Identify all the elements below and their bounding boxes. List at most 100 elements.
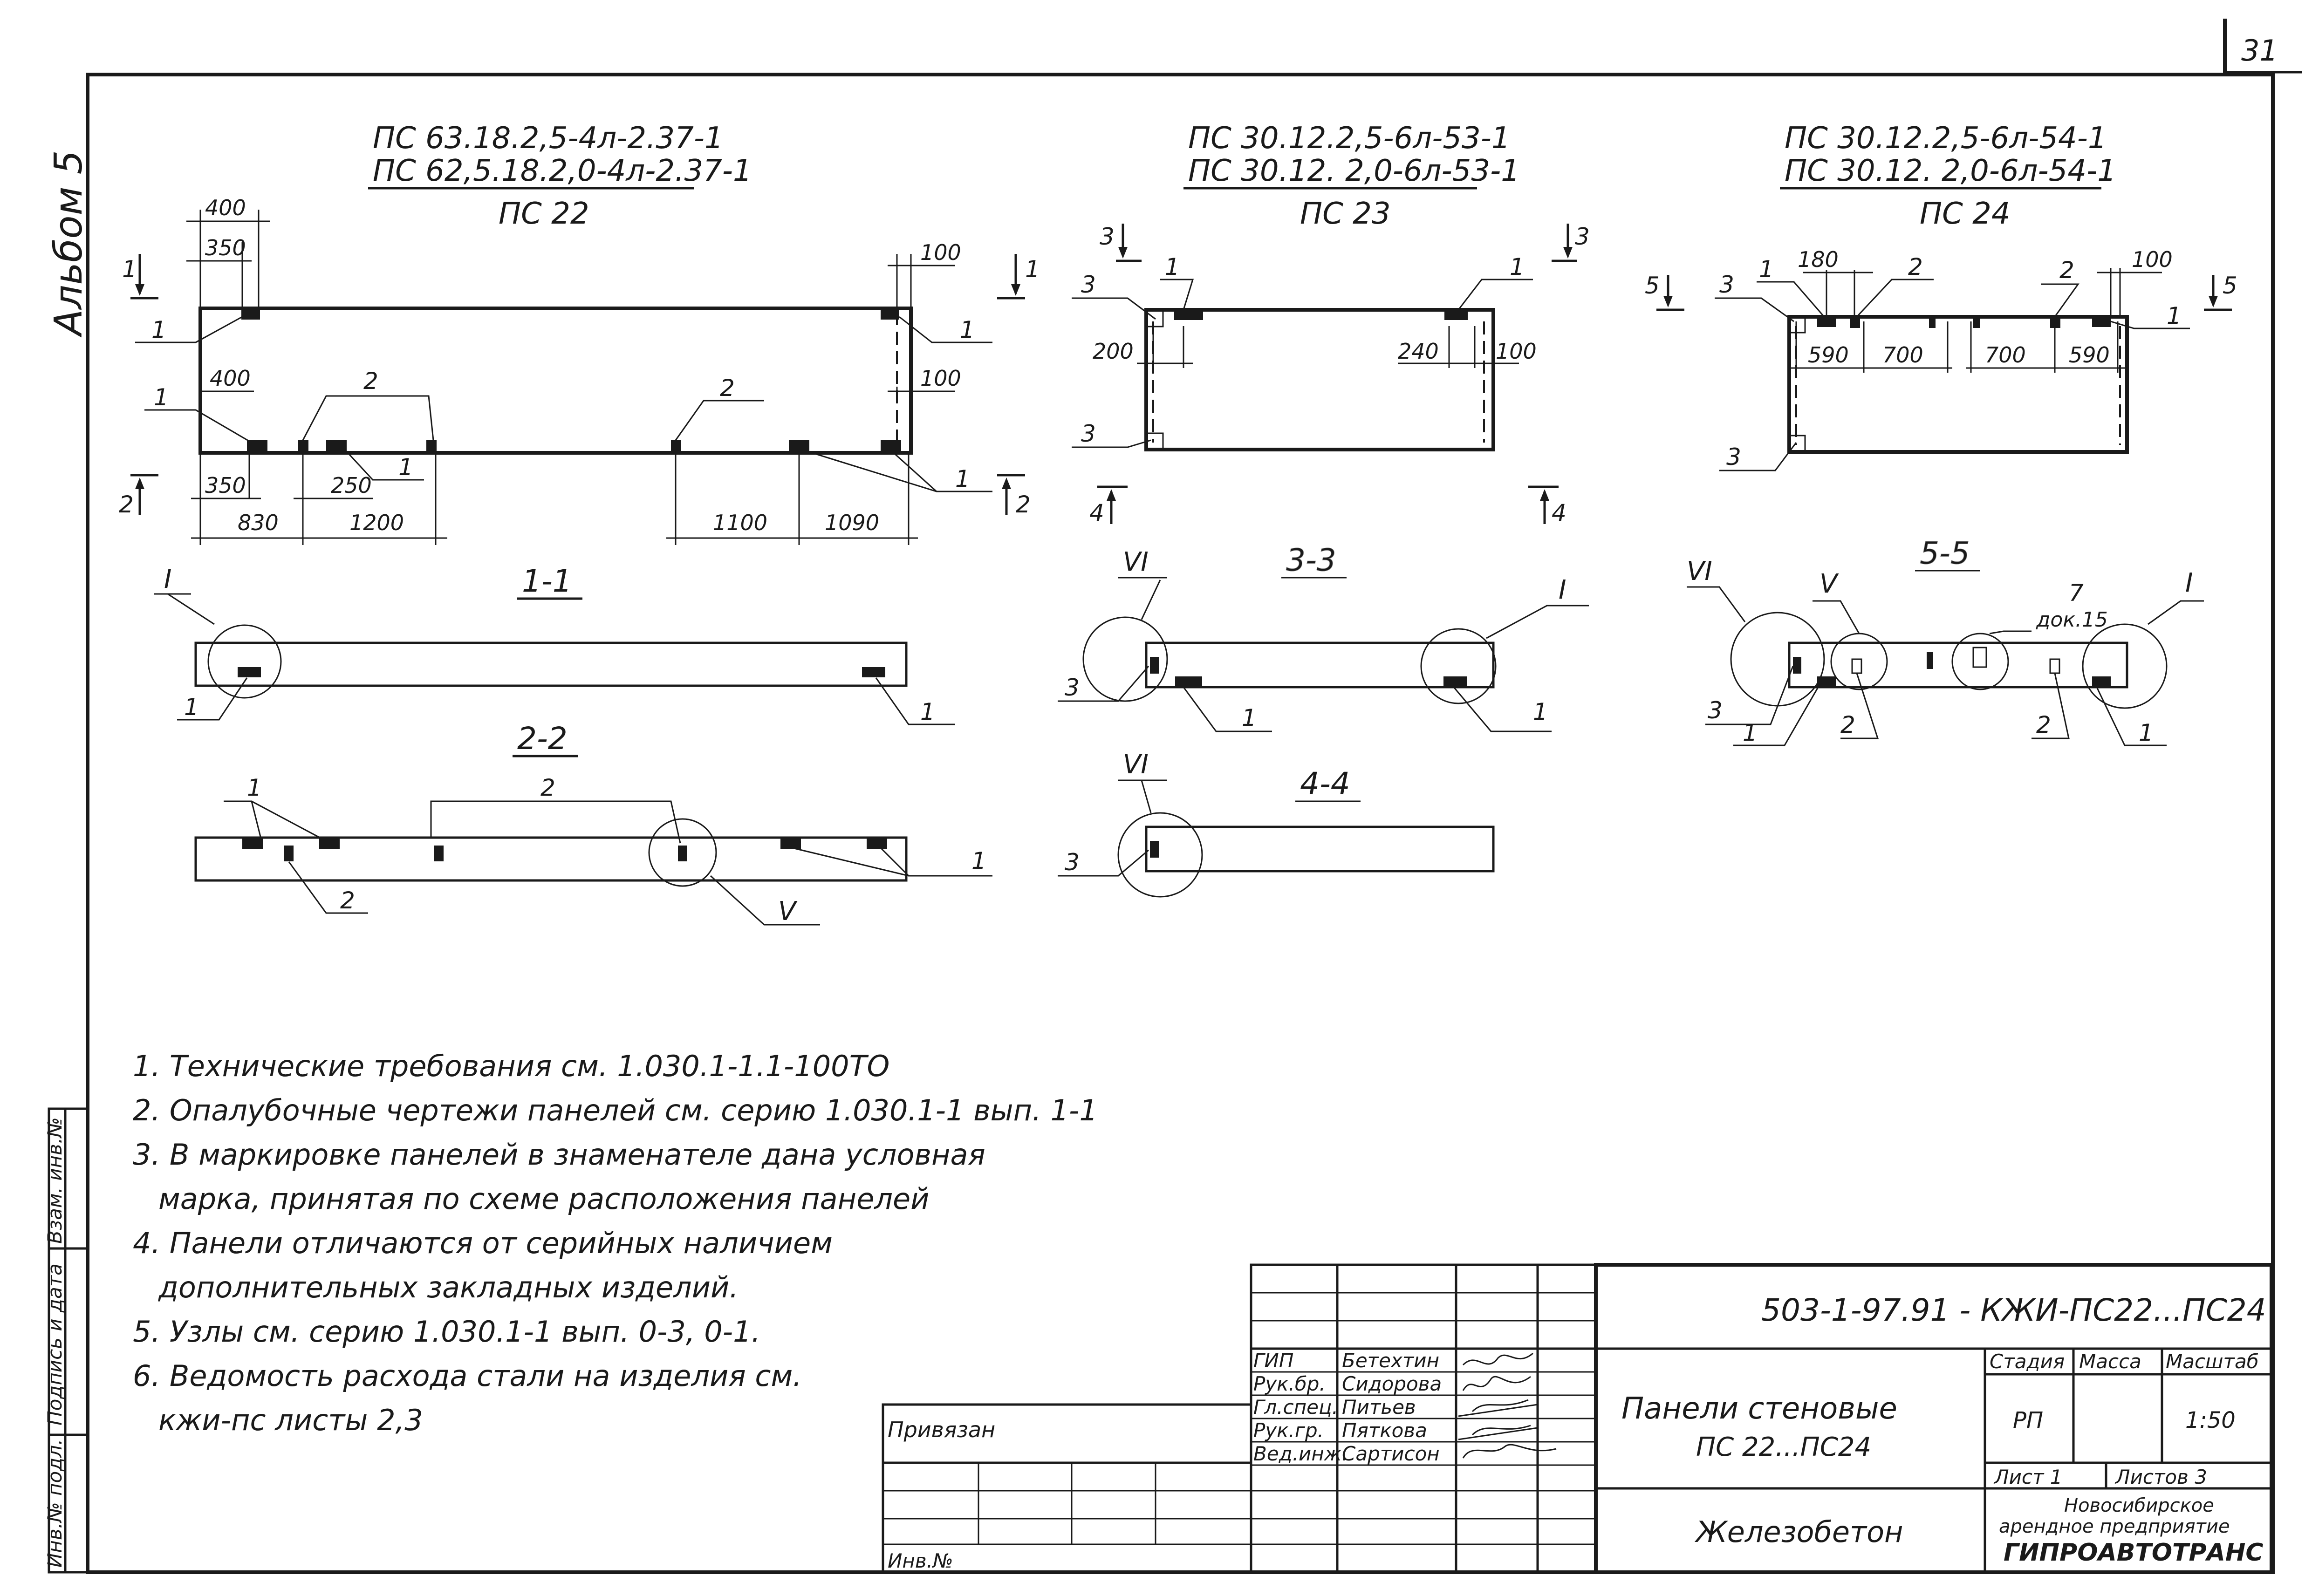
ps22-mark2: ПС 62,5.18.2,0-4л-2.37-1 — [373, 154, 752, 188]
name-0: Бетехтин — [1342, 1349, 1439, 1372]
section-5-5-leader-2-b: 2 — [2036, 711, 2051, 738]
ps22-leader-1-a: 1 — [151, 316, 166, 343]
ps22-name: ПС 22 — [499, 197, 589, 231]
ps24-cut-5-left: 5 — [1645, 272, 1660, 299]
doc-code: 503-1-97.91 - КЖИ-ПС22...ПС24 — [1761, 1292, 2266, 1328]
ps23-mark1: ПС 30.12.2,5-6л-53-1 — [1188, 121, 1511, 156]
ps23-dim-100: 100 — [1496, 339, 1537, 364]
panel-ps23: ПС 30.12.2,5-6л-53-1 ПС 30.12. 2,0-6л-53… — [1072, 121, 1590, 526]
note-6-cont: кжи-пс листы 2,3 — [158, 1403, 423, 1437]
ps24-dim-100: 100 — [2132, 247, 2173, 272]
ps22-cut-1-right: 1 — [1025, 256, 1040, 283]
section-4-4-label: 4-4 — [1300, 766, 1350, 802]
album-label: Альбом 5 — [47, 150, 91, 338]
ps22-mark1: ПС 63.18.2,5-4л-2.37-1 — [373, 121, 724, 156]
section-1-1: 1-1 I 1 1 — [154, 563, 955, 725]
doc-title-1: Панели стеновые — [1621, 1391, 1897, 1426]
stage-header: Стадия — [1990, 1350, 2065, 1373]
ps24-dim-590-right: 590 — [2069, 342, 2110, 368]
section-5-5-leader-1-b: 1 — [2139, 719, 2154, 746]
org-line-1: Новосибирское — [2064, 1495, 2214, 1516]
ps22-dim-1200: 1200 — [349, 510, 404, 535]
ps22-dim-1090: 1090 — [825, 510, 879, 535]
section-2-2-node-V: V — [778, 896, 798, 927]
name-1: Сидорова — [1342, 1372, 1442, 1395]
stage-value: РП — [2013, 1407, 2043, 1433]
ps22-dim-400-mid: 400 — [210, 366, 251, 391]
ps24-leader-3-b: 3 — [1726, 443, 1741, 471]
ps24-cut-5-right: 5 — [2223, 272, 2237, 299]
name-2: Питьев — [1342, 1396, 1416, 1419]
sheet-count: Листов 3 — [2114, 1466, 2207, 1488]
ps23-name: ПС 23 — [1300, 197, 1391, 231]
mass-header: Масса — [2079, 1350, 2141, 1373]
ps23-cut-3-right: 3 — [1575, 223, 1590, 250]
ps22-leader-1-b: 1 — [960, 316, 975, 343]
ps23-cut-4-right: 4 — [1552, 499, 1566, 526]
ps24-leader-2-a: 2 — [1908, 253, 1923, 280]
name-3: Пяткова — [1342, 1419, 1427, 1442]
title-block-privyazan: Привязан — [888, 1417, 995, 1442]
ps24-dim-700-right: 700 — [1985, 342, 2026, 368]
note-1: 1. Технические требования см. 1.030.1-1.… — [133, 1049, 889, 1083]
panel-ps24: ПС 30.12.2,5-6л-54-1 ПС 30.12. 2,0-6л-54… — [1645, 121, 2237, 471]
ps22-dim-350-bottom: 350 — [205, 473, 246, 498]
notes: 1. Технические требования см. 1.030.1-1.… — [133, 1049, 1098, 1437]
scale-value: 1:50 — [2185, 1407, 2236, 1433]
ps22-cut-2-right: 2 — [1016, 491, 1031, 518]
ps23-leader-1-b: 1 — [1510, 253, 1525, 280]
note-2: 2. Опалубочные чертежи панелей см. серию… — [133, 1093, 1098, 1127]
section-3-3-node-VI: VI — [1123, 547, 1149, 577]
side-stamp-inv-orig: Инв.№ подл. — [43, 1439, 66, 1568]
section-3-3-leader-1-a: 1 — [1242, 704, 1257, 731]
ps24-mark1: ПС 30.12.2,5-6л-54-1 — [1785, 121, 2107, 156]
note-4-cont: дополнительных закладных изделий. — [158, 1270, 739, 1304]
ps24-mark2: ПС 30.12. 2,0-6л-54-1 — [1785, 154, 2116, 188]
section-5-5-leader-1-a: 1 — [1743, 719, 1758, 746]
section-2-2-leader-1-a: 1 — [247, 774, 262, 801]
note-5: 5. Узлы см. серию 1.030.1-1 вып. 0-3, 0-… — [133, 1315, 760, 1349]
section-5-5-leader-2-a: 2 — [1840, 711, 1855, 738]
ps22-leader-1-e: 1 — [955, 465, 970, 492]
org-line-3: ГИПРОАВТОТРАНС — [2004, 1539, 2264, 1567]
signature-4 — [1462, 1444, 1557, 1459]
ps24-leader-1-a: 1 — [1759, 256, 1774, 283]
note-4: 4. Панели отличаются от серийных наличие… — [133, 1226, 833, 1260]
page-number: 31 — [2241, 34, 2278, 68]
ps22-leader-2-a: 2 — [363, 368, 378, 395]
org-line-2: арендное предприятие — [1999, 1516, 2230, 1537]
section-5-5-node-I: I — [2185, 568, 2193, 598]
section-3-3-node-I: I — [1559, 575, 1566, 605]
ps23-leader-1-a: 1 — [1165, 253, 1180, 280]
section-3-3-leader-3: 3 — [1065, 674, 1080, 701]
role-1: Рук.бр. — [1253, 1372, 1326, 1395]
ps23-dim-240: 240 — [1398, 339, 1439, 364]
side-stamp-vzam: Взам. инв.№ — [43, 1117, 66, 1244]
section-3-3-label: 3-3 — [1286, 542, 1336, 578]
ps22-dim-100-top: 100 — [920, 240, 961, 265]
ps24-leader-1-b: 1 — [2167, 302, 2182, 329]
section-1-1-label: 1-1 — [522, 563, 572, 599]
section-1-1-leader-1-b: 1 — [920, 698, 935, 725]
signature-0 — [1462, 1352, 1533, 1366]
section-4-4-leader-3: 3 — [1065, 849, 1080, 876]
signature-2 — [1458, 1399, 1538, 1417]
section-2-2-leader-1-b: 1 — [971, 847, 986, 874]
role-2: Гл.спец. — [1253, 1396, 1338, 1419]
sheet-number: Лист 1 — [1993, 1466, 2063, 1488]
ps23-leader-3-a: 3 — [1081, 271, 1096, 298]
role-3: Рук.гр. — [1253, 1419, 1324, 1442]
section-2-2: 2-2 1 2 2 V 1 — [194, 721, 992, 927]
ps22-cut-1-left: 1 — [122, 256, 137, 283]
name-4: Сартисон — [1342, 1442, 1440, 1465]
ps24-name: ПС 24 — [1920, 197, 2011, 231]
ps22-dim-350-top: 350 — [205, 235, 246, 260]
side-stamp: Взам. инв.№ Подпись и дата Инв.№ подл. — [43, 1107, 89, 1574]
section-5-5-label: 5-5 — [1920, 535, 1970, 571]
section-2-2-label: 2-2 — [517, 721, 568, 757]
role-4: Вед.инж. — [1253, 1442, 1348, 1465]
section-5-5-doc-ref: док.15 — [2036, 608, 2108, 632]
title-block-inv-no: Инв.№ — [888, 1549, 953, 1572]
ps22-leader-2-b: 2 — [720, 375, 735, 402]
